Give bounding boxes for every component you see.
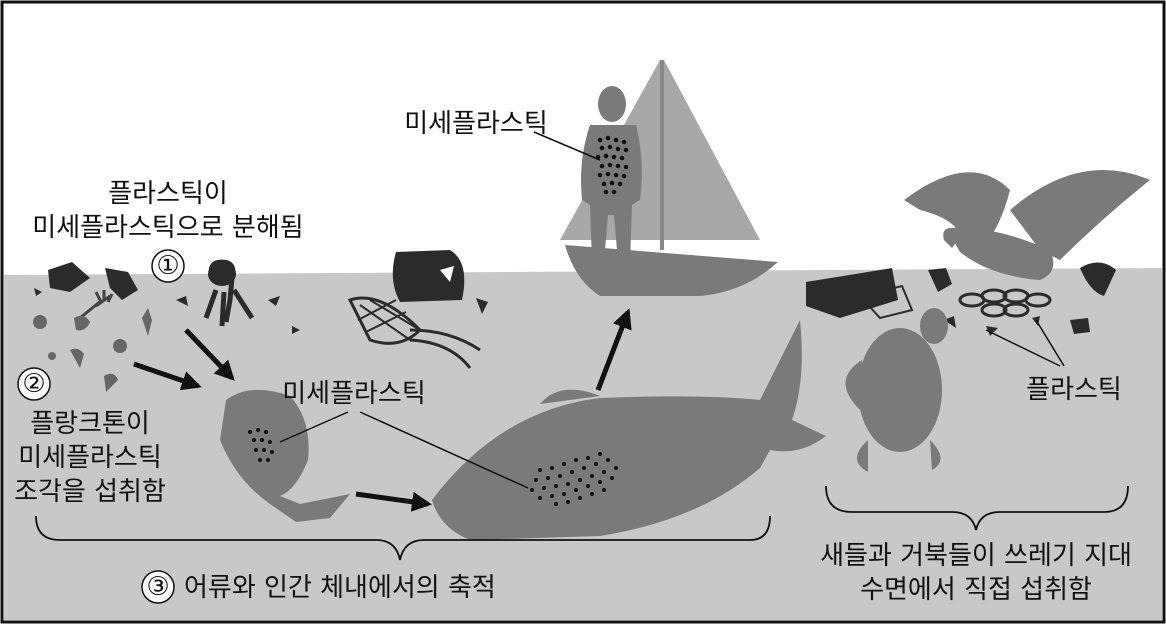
step3-number: ③ [146,572,169,602]
step2-line2: 미세플라스틱 [18,443,162,473]
step2-line1: 플랑크톤이 [30,409,150,439]
birds-turtles-line2: 수면에서 직접 섭취함 [860,575,1092,605]
step3-text: 어류와 인간 체내에서의 축적 [184,573,496,603]
label-microplastic-fish: 미세플라스틱 [282,379,426,409]
birds-turtles-line1: 새들과 거북들이 쓰레기 지대 [820,541,1132,571]
label-plastic-right: 플라스틱 [1026,375,1122,405]
step1-title-line1: 플라스틱이 [108,179,228,209]
label-microplastic-human: 미세플라스틱 [404,109,548,139]
mast [660,60,664,250]
step2-number: ② [22,369,45,399]
step1-number: ① [156,251,179,281]
step1-title-line2: 미세플라스틱으로 분해됨 [32,213,303,243]
step2-line3: 조각을 섭취함 [14,477,166,507]
